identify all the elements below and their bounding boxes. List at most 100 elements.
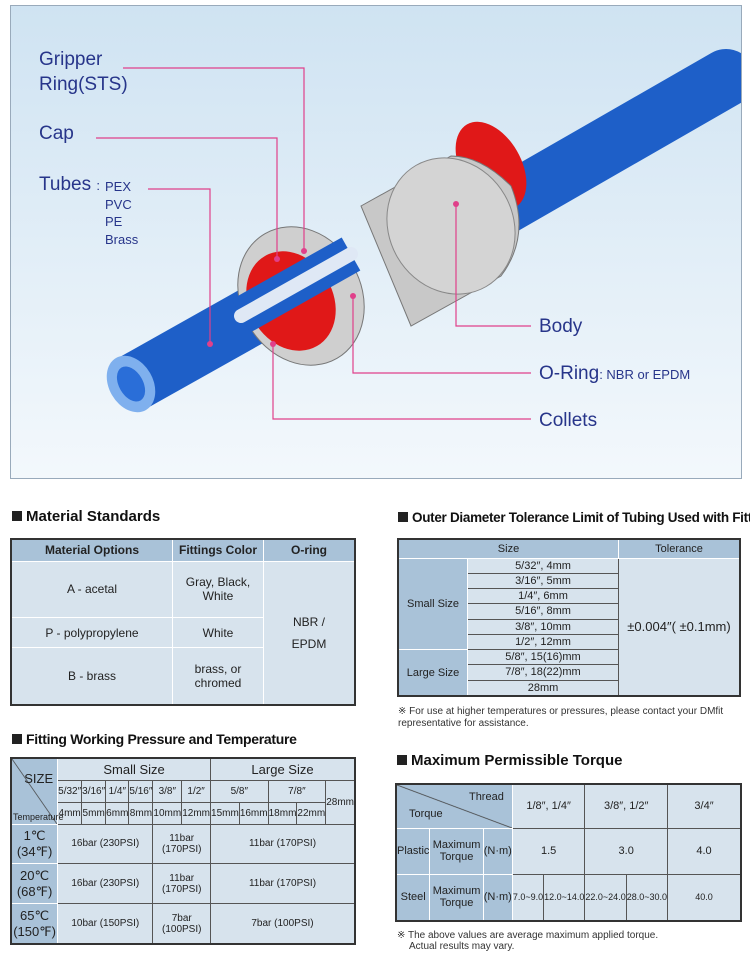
cell: 1.5 [511, 827, 586, 875]
size-cell: 3/8″, 10mm [467, 618, 619, 635]
size-cell: 7/8″, 18(22)mm [467, 664, 619, 681]
small-size-label: Small Size [397, 557, 468, 651]
corner-cell: SIZE Temperature [10, 757, 64, 825]
size-cell: 3/16″, 5mm [467, 572, 619, 590]
label-tubes: Tubes : [39, 174, 100, 197]
temp-f: (34℉) [16, 843, 53, 859]
torque-note-2: Actual results may vary. [409, 941, 515, 952]
oring-cell: NBR / EPDM [263, 560, 356, 706]
label-cap: Cap [39, 123, 74, 144]
table-row: 65℃(150℉)10bar (150PSI)7bar (100PSI)7bar… [10, 903, 356, 945]
temp-c: 1℃ [23, 827, 46, 843]
oring-text: O-Ring [539, 363, 600, 384]
row-label: Maximum Torque [429, 827, 484, 875]
temp-f: (68℉) [16, 883, 53, 899]
tolerance-title: Outer Diameter Tolerance Limit of Tubing… [398, 510, 750, 525]
material-title: Material Standards [12, 508, 160, 525]
cell: 12.0~14.0 [543, 873, 586, 922]
cell: 7bar (100PSI) [210, 903, 356, 945]
size-mm: 12mm [181, 801, 212, 825]
size-inch: 5/8″ [210, 779, 269, 803]
cell: 3.0 [584, 827, 668, 875]
tube-type: Brass [105, 231, 139, 247]
tolerance-note: ※ For use at higher temperatures or pres… [398, 706, 724, 729]
cell: 10bar (150PSI) [57, 903, 154, 945]
fitting-cutaway-illustration: Gripper Ring(STS) Cap Tubes : PEX PVC PE… [10, 5, 742, 479]
thread-label: Thread [468, 791, 504, 803]
label-body: Body [539, 316, 583, 337]
size-inch: 1/4″ [105, 779, 130, 803]
size-mm: 8mm [128, 801, 154, 825]
label-oring: O-Ring: NBR or EPDM [539, 363, 690, 386]
size-mm: 6mm [105, 801, 130, 825]
size-cell: 5/32″, 4mm [467, 557, 619, 574]
size-cell: 28mm [467, 679, 619, 697]
size-inch: 5/32″ [57, 779, 83, 803]
cell: White [172, 617, 264, 648]
size-inch: 5/16″ [128, 779, 154, 803]
tube-types: PEX PVC PE Brass [105, 178, 138, 248]
row-label: Steel [395, 873, 431, 922]
cell: 16bar (230PSI) [57, 863, 154, 905]
size-inch: 3/16″ [81, 779, 107, 803]
size-cell: 5/16″, 8mm [467, 603, 619, 620]
tubes-colon: : [96, 178, 101, 193]
temperature-label: Temperature [13, 811, 64, 822]
size-mm: 16mm [238, 801, 269, 825]
size-cell: 1/4″, 6mm [467, 588, 619, 605]
size-mm: 10mm [152, 801, 183, 825]
size-inch: 1/2″ [181, 779, 212, 803]
cell: 11bar (170PSI) [210, 863, 356, 905]
size-label: SIZE [24, 771, 54, 786]
cell: 4.0 [667, 827, 742, 875]
table-row: 1℃(34℉)16bar (230PSI)11bar (170PSI)11bar… [10, 823, 356, 865]
row-label: Plastic [395, 827, 431, 875]
cell: 7bar (100PSI) [152, 903, 212, 945]
oring-sub: : NBR or EPDM [599, 367, 691, 382]
table-row: 20℃(68℉)16bar (230PSI)11bar (170PSI)11ba… [10, 863, 356, 905]
size-mm: 4mm [57, 801, 83, 825]
unit-label: (N·m) [482, 827, 513, 875]
col-header: Fittings Color [172, 538, 264, 562]
cell: 7.0~9.0 [511, 873, 545, 922]
cell: brass, or chromed [172, 646, 264, 706]
size-inch: 3/8″ [152, 779, 183, 803]
thread-header: 1/8″, 1/4″ [511, 783, 586, 829]
tube-type: PE [105, 214, 123, 229]
thread-header: 3/8″, 1/2″ [584, 783, 668, 829]
temp-cell: 65℃(150℉) [10, 903, 59, 945]
temp-c: 65℃ [20, 907, 50, 923]
unit-label: (N·m) [482, 873, 513, 922]
cell: 11bar (170PSI) [152, 863, 212, 905]
size-inch: 28mm [325, 779, 356, 825]
col-header: Material Options [10, 538, 173, 562]
temp-cell: 1℃(34℉) [10, 823, 59, 865]
cell: 16bar (230PSI) [57, 823, 154, 865]
tube-type: PEX [105, 179, 132, 194]
size-mm: 5mm [81, 801, 107, 825]
cell: 11bar (170PSI) [152, 823, 212, 865]
cell: Gray, Black, White [172, 560, 264, 619]
tubes-text: Tubes [39, 174, 92, 195]
cell: B - brass [10, 646, 173, 706]
size-mm: 22mm [296, 801, 327, 825]
col-header: O-ring [263, 538, 356, 562]
size-mm: 15mm [210, 801, 240, 825]
large-size-label: Large Size [397, 649, 468, 697]
tolerance-value: ±0.004″( ±0.1mm) [618, 557, 741, 697]
temp-cell: 20℃(68℉) [10, 863, 59, 905]
large-size-header: Large Size [210, 757, 356, 781]
cell: 28.0~30.0 [625, 873, 669, 922]
label-collets: Collets [539, 410, 598, 431]
col-header: Size [397, 538, 619, 559]
